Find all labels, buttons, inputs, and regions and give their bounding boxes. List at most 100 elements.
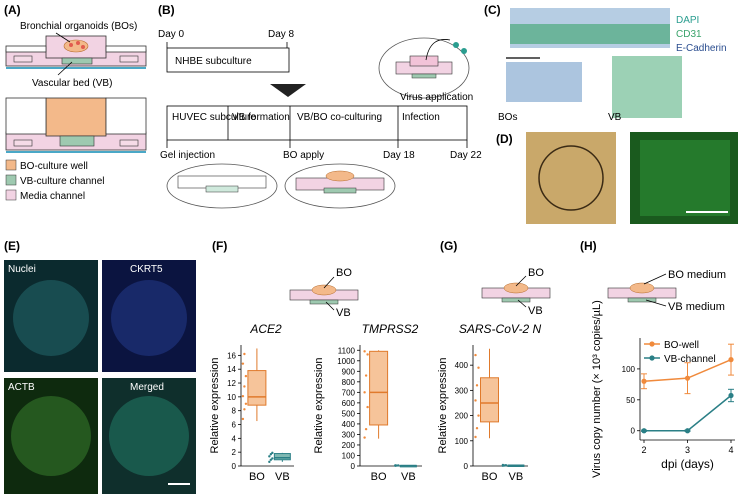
channel-label-nuclei: Nuclei <box>8 264 36 275</box>
gel-injection-diagram <box>166 163 278 209</box>
x-tick-label: BO <box>249 471 265 483</box>
actb-image <box>4 378 98 494</box>
virus-application-diagram <box>378 37 470 99</box>
virus-application-label: Virus application <box>400 92 473 103</box>
y-tick-label: 300 <box>342 430 356 439</box>
merged-image <box>102 378 196 494</box>
y-tick-label: 50 <box>626 396 635 405</box>
data-point <box>684 428 691 434</box>
panel-h-vb-medium-label: VB medium <box>668 301 725 313</box>
panel-h-device-icon <box>607 273 677 307</box>
nhbe-step-label: NHBE subculture <box>175 56 252 67</box>
x-tick-label: VB <box>509 471 524 483</box>
y-axis-label: Relative expression <box>209 358 221 454</box>
chart-title: TMPRSS2 <box>362 322 419 336</box>
virus-particle-icon <box>453 42 459 48</box>
data-point <box>728 392 734 399</box>
data-point <box>241 362 245 365</box>
step-coculture-label: VB/BO co-culturing <box>297 112 382 123</box>
x-tick-label: 2 <box>641 445 646 455</box>
data-point <box>366 405 369 409</box>
panel-d: (D) <box>496 132 738 224</box>
x-tick-label: VB <box>275 471 290 483</box>
data-point <box>477 366 480 369</box>
x-tick-label: BO <box>371 471 387 483</box>
panel-a: (A) Bronchial organoids (BOs) Vascular b… <box>4 3 147 202</box>
timeline-day-0: Day 0 <box>158 29 185 40</box>
data-point <box>474 435 477 439</box>
box-bo <box>369 350 389 426</box>
data-point <box>475 384 479 387</box>
box-bo <box>480 377 499 423</box>
bo-callout-label: Bronchial organoids (BOs) <box>20 21 137 32</box>
legend-swatch-bo-well <box>5 159 17 171</box>
box-vb <box>273 453 291 461</box>
y-tick-label: 400 <box>455 361 469 370</box>
channel-label-ckrt5: CKRT5 <box>130 264 163 275</box>
legend-swatch-media-channel <box>5 189 17 201</box>
data-point <box>641 378 647 384</box>
y-tick-label: 0 <box>631 427 636 436</box>
data-point <box>641 428 647 434</box>
confocal-vb-zoom <box>612 56 682 118</box>
timeline-day-8: Day 8 <box>268 29 295 40</box>
y-tick-label: 100 <box>455 437 469 446</box>
data-point <box>241 417 245 421</box>
legend-marker <box>649 355 655 361</box>
panel-label-d: (D) <box>496 132 513 146</box>
x-tick-label: BO <box>482 471 498 483</box>
data-point <box>271 451 274 455</box>
chart-title: SARS-CoV-2 N <box>459 322 542 336</box>
panel-b: (B) Day 0 Day 8 NHBE subculture Virus ap… <box>158 3 482 209</box>
data-point <box>363 436 366 439</box>
y-tick-label: 400 <box>342 420 356 429</box>
panel-label-a: (A) <box>4 3 21 17</box>
ckrt5-image <box>102 260 196 372</box>
y-tick-label: 0 <box>464 462 469 471</box>
y-tick-label: 300 <box>455 386 469 395</box>
data-point <box>268 460 271 464</box>
timeline-day-18: Day 18 <box>383 150 415 161</box>
flow-arrow-icon <box>270 84 306 97</box>
y-axis-label: Relative expression <box>313 358 325 454</box>
panel-f-bo-marker: BO <box>336 267 352 279</box>
data-point <box>363 391 366 394</box>
step-huvec-label: HUVEC subculture <box>172 112 256 123</box>
y-tick-label: 6 <box>232 421 237 430</box>
device-diagram-top <box>5 32 147 76</box>
y-tick-label: 200 <box>455 412 469 421</box>
data-point <box>474 353 477 357</box>
panel-label-g: (G) <box>440 239 457 253</box>
y-tick-label: 14 <box>227 365 236 374</box>
chart-title: ACE2 <box>249 322 282 336</box>
y-tick-label: 100 <box>622 365 636 374</box>
channel-label-merged: Merged <box>130 382 164 393</box>
panel-f-device-icon <box>289 276 359 311</box>
legend-label-bo-well: BO-culture well <box>20 161 88 172</box>
data-point <box>364 374 368 377</box>
bo-apply-label: BO apply <box>283 150 324 161</box>
data-point <box>366 353 369 356</box>
panel-label-f: (F) <box>212 239 227 253</box>
nhbe-step-box <box>166 47 290 73</box>
data-point <box>397 464 400 467</box>
data-point <box>243 408 246 411</box>
stain-label-cd31: CD31 <box>676 29 702 40</box>
y-tick-label: 12 <box>227 379 236 388</box>
panel-c: (C) DAPI CD31 E-Cadherin BOs VB <box>484 3 727 123</box>
data-point <box>244 402 248 405</box>
y-tick-label: 2 <box>232 448 237 457</box>
legend-label-vb-channel: VB-culture channel <box>20 176 105 187</box>
data-point <box>474 399 477 402</box>
y-tick-label: 100 <box>342 451 356 460</box>
y-tick-label: 1100 <box>338 346 356 355</box>
bos-label: BOs <box>498 112 517 123</box>
device-diagram-bottom <box>5 97 147 153</box>
data-point <box>394 464 397 467</box>
y-tick-label: 0 <box>351 462 356 471</box>
panel-h-bo-medium-label: BO medium <box>668 269 726 281</box>
y-tick-label: 4 <box>232 434 237 443</box>
